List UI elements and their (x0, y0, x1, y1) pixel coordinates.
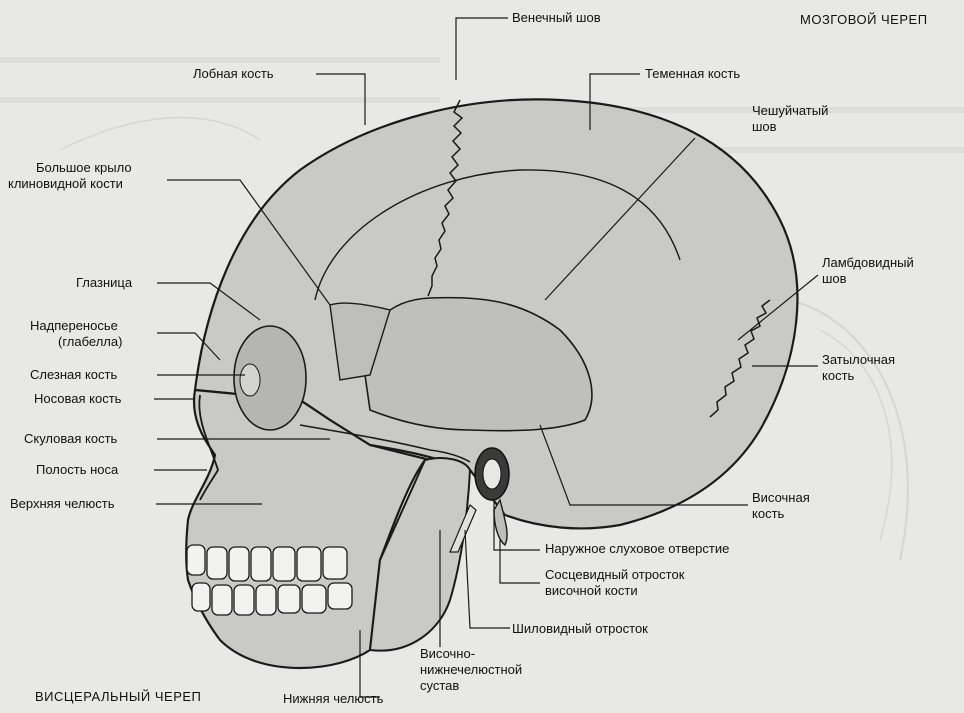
label-tmj-3: сустав (420, 678, 459, 694)
label-greater-wing-2: клиновидной кости (8, 176, 123, 192)
label-occipital-bone-1: Затылочная (822, 352, 895, 368)
label-tmj-2: нижнечелюстной (420, 662, 522, 678)
label-lambdoid-suture-1: Ламбдовидный (822, 255, 914, 271)
label-temporal-bone-1: Височная (752, 490, 810, 506)
label-maxilla: Верхняя челюсть (10, 496, 115, 512)
visceral-section-title: ВИСЦЕРАЛЬНЫЙ ЧЕРЕП (35, 689, 201, 704)
label-parietal-bone: Теменная кость (645, 66, 740, 82)
label-greater-wing-1: Большое крыло (36, 160, 132, 176)
label-temporal-bone-2: кость (752, 506, 784, 522)
label-mastoid-1: Сосцевидный отросток (545, 567, 684, 583)
cranial-section-title: МОЗГОВОЙ ЧЕРЕП (800, 12, 928, 27)
label-lambdoid-suture-2: шов (822, 271, 847, 287)
label-lacrimal-bone: Слезная кость (30, 367, 117, 383)
label-occipital-bone-2: кость (822, 368, 854, 384)
label-coronal-suture: Венечный шов (512, 10, 601, 26)
upper-teeth (187, 545, 347, 581)
label-mastoid-2: височной кости (545, 583, 638, 599)
lacrimal-shape (240, 364, 260, 396)
label-squamous-suture-2: шов (752, 119, 777, 135)
label-tmj-1: Височно- (420, 646, 475, 662)
label-external-meatus: Наружное слуховое отверстие (545, 541, 729, 557)
label-zygomatic-bone: Скуловая кость (24, 431, 117, 447)
label-nasal-bone: Носовая кость (34, 391, 121, 407)
label-styloid: Шиловидный отросток (512, 621, 648, 637)
label-mandible: Нижняя челюсть (283, 691, 383, 707)
label-orbit: Глазница (76, 275, 132, 291)
meatus-inner (483, 459, 501, 489)
label-squamous-suture-1: Чешуйчатый (752, 103, 828, 119)
label-glabella-2: (глабелла) (58, 334, 122, 350)
label-frontal-bone: Лобная кость (193, 66, 274, 82)
label-nasal-cavity: Полость носа (36, 462, 118, 478)
label-glabella-1: Надпереносье (30, 318, 118, 334)
